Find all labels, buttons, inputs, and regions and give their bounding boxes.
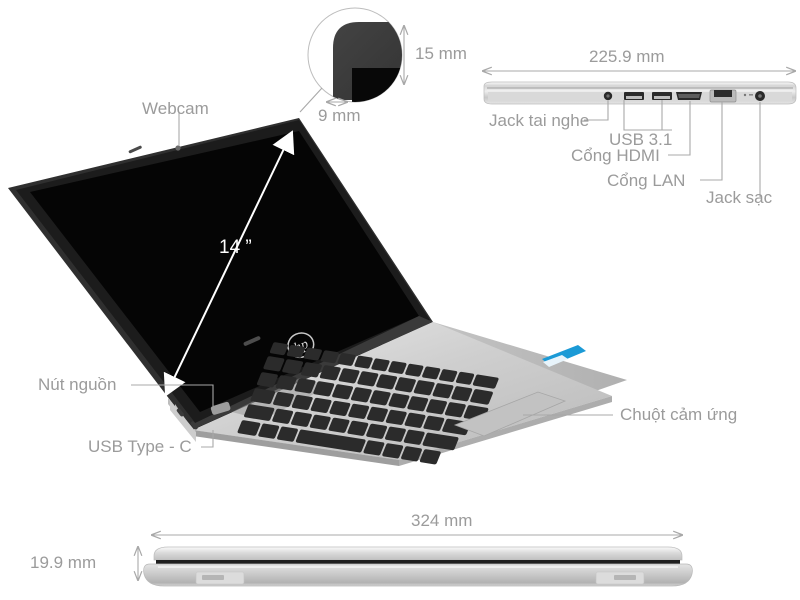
dim-label-bezel-side: 9 mm <box>318 106 361 125</box>
keyboard <box>237 342 499 465</box>
label-power-button: Nút nguồn <box>38 375 117 394</box>
dim-label-front-width: 324 mm <box>411 511 473 530</box>
label-hdmi-port: Cổng HDMI <box>571 146 660 165</box>
main-view-leaders <box>131 113 613 448</box>
label-lan-port: Cổng LAN <box>607 171 686 190</box>
label-usb-31: USB 3.1 <box>609 130 673 149</box>
label-webcam: Webcam <box>142 99 209 118</box>
dim-label-side-width: 225.9 mm <box>589 47 665 66</box>
usb-type-c-ports <box>176 408 198 430</box>
power-button <box>210 401 231 415</box>
dim-label-bezel-top: 15 mm <box>415 44 467 63</box>
label-power-jack: Jack sạc <box>706 188 773 207</box>
right-side-view-illustration <box>483 71 797 197</box>
dim-label-front-height: 19.9 mm <box>30 553 97 572</box>
intel-sticker <box>542 345 586 367</box>
label-touchpad: Chuột cảm ứng <box>620 405 738 424</box>
side-ports <box>603 89 765 103</box>
screen-diagonal-arrow <box>163 130 295 397</box>
label-screen-diagonal: 14 ” <box>219 237 252 258</box>
label-headphone-jack: Jack tai nghe <box>489 111 590 130</box>
side-port-leaders <box>584 100 761 197</box>
front-closed-view-illustration <box>138 535 693 587</box>
webcam-lens <box>175 145 181 151</box>
open-laptop-illustration: hp <box>8 118 627 466</box>
bezel-detail-magnifier <box>299 7 403 113</box>
label-usb-type-c: USB Type - C <box>88 437 192 456</box>
touchpad <box>453 391 567 437</box>
